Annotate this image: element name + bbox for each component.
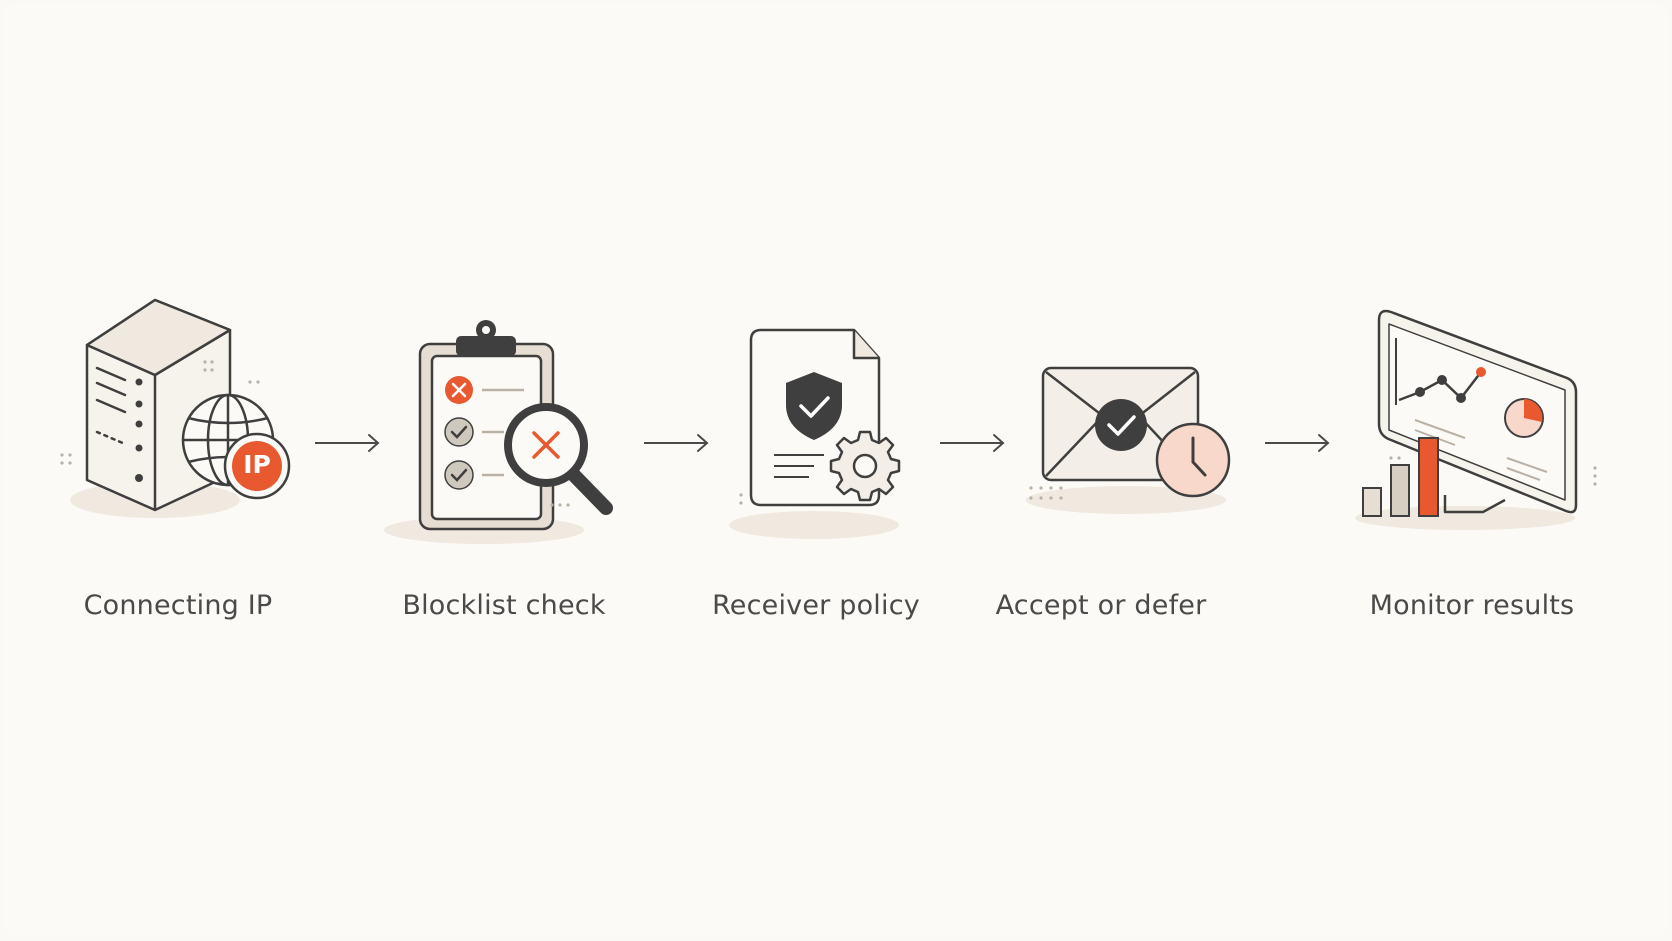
step-monitor-results: Monitor results (1295, 300, 1635, 640)
flow-arrow-2 (642, 428, 712, 458)
envelope-clock-icon (1026, 366, 1231, 514)
step-connecting-ip: IP Connecting IP (0, 298, 340, 640)
monitor-chart-icon (1355, 309, 1597, 530)
flow-arrow-4 (1263, 428, 1333, 458)
step-label-connecting-ip: Connecting IP (83, 590, 273, 621)
flow-arrow-3 (938, 428, 1008, 458)
step-label-receiver-policy: Receiver policy (712, 590, 920, 621)
server-globe-icon (60, 298, 291, 518)
step-label-monitor-results: Monitor results (1369, 590, 1575, 621)
step-label-blocklist-check: Blocklist check (402, 590, 606, 621)
ip-badge-text: IP (243, 450, 271, 479)
clipboard-search-icon (384, 320, 613, 544)
step-blocklist-check: Blocklist check (334, 300, 674, 640)
step-accept-or-defer: Accept or defer (961, 300, 1301, 640)
flow-arrow-1 (313, 428, 383, 458)
policy-document-icon (729, 328, 901, 539)
step-label-accept-or-defer: Accept or defer (995, 590, 1207, 621)
step-receiver-policy: Receiver policy (649, 300, 989, 640)
